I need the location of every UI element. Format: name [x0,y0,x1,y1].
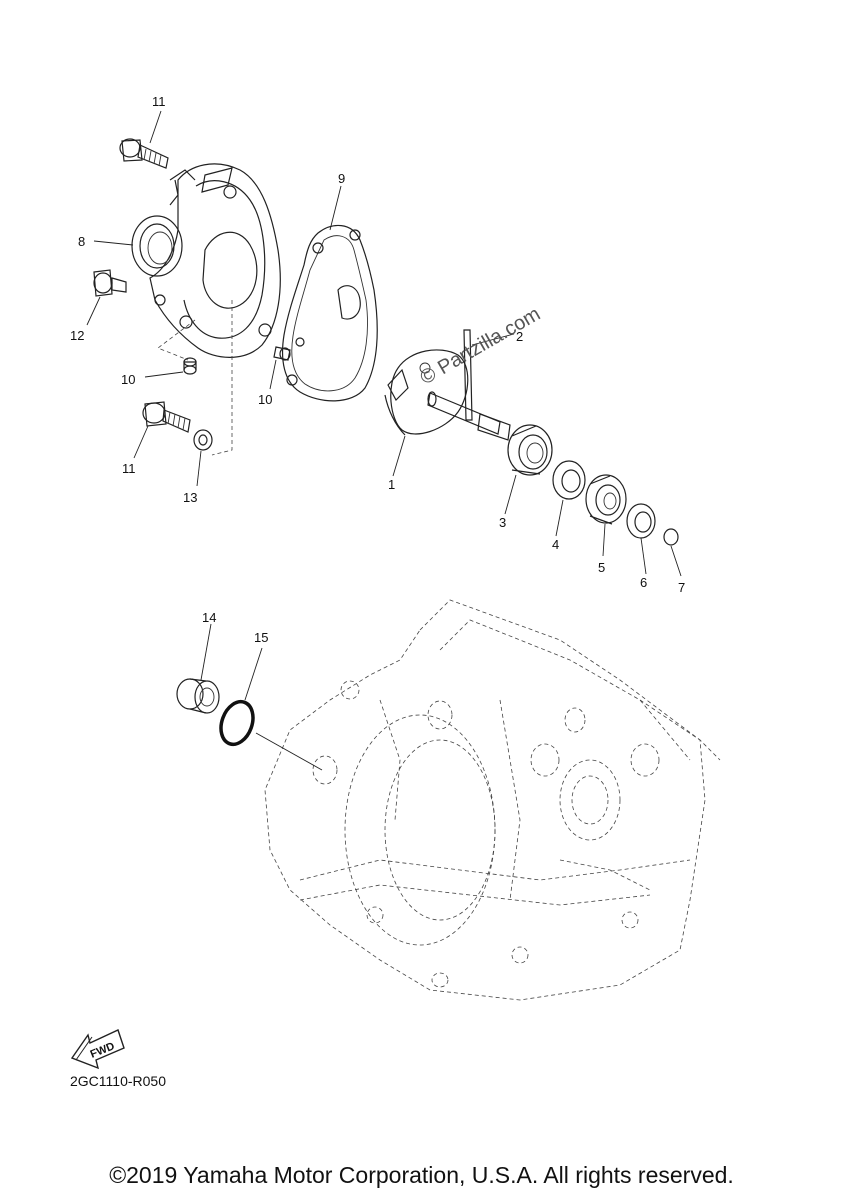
water-pump-cover[interactable] [149,163,281,456]
callout-5: 5 [598,560,605,575]
callout-13: 13 [183,490,197,505]
callout-6: 6 [640,575,647,590]
dowel-pin-left[interactable] [183,357,197,375]
washer[interactable] [193,429,213,451]
callout-7: 7 [678,580,685,595]
callout-10-right: 10 [258,392,272,407]
callout-3: 3 [499,515,506,530]
impeller-shaft[interactable] [384,349,511,441]
pin[interactable] [463,329,473,421]
callout-12: 12 [70,328,84,343]
gasket[interactable] [281,225,378,402]
collar[interactable] [176,678,220,714]
callout-15: 15 [254,630,268,645]
o-ring[interactable] [215,697,258,749]
bearing-3[interactable] [507,424,553,476]
callout-11-lower: 11 [122,461,136,476]
diagram-code: 2GC1110-R050 [70,1073,166,1089]
watermark: © Partzilla.com [417,303,545,389]
crankcase-outline [264,599,721,1001]
circlip[interactable] [663,528,679,546]
seal-4[interactable] [552,460,586,500]
callout-1: 1 [388,477,395,492]
leader-lines [86,110,682,771]
callout-14: 14 [202,610,216,625]
callout-11-top: 11 [152,94,166,109]
bolt-12[interactable] [93,269,127,297]
callout-10-left: 10 [121,372,135,387]
bolt-lower[interactable] [142,401,191,433]
callout-4: 4 [552,537,559,552]
callout-9: 9 [338,171,345,186]
callout-2: 2 [516,329,523,344]
fwd-arrow-icon: FWD [70,1029,125,1070]
callout-8: 8 [78,234,85,249]
bolt-top[interactable] [119,138,169,169]
bearing-6[interactable] [626,503,656,539]
copyright-notice: ©2019 Yamaha Motor Corporation, U.S.A. A… [109,1162,734,1188]
dowel-pin-right[interactable] [273,346,291,361]
oil-seal[interactable] [131,215,183,277]
bearing-5[interactable] [585,474,627,525]
